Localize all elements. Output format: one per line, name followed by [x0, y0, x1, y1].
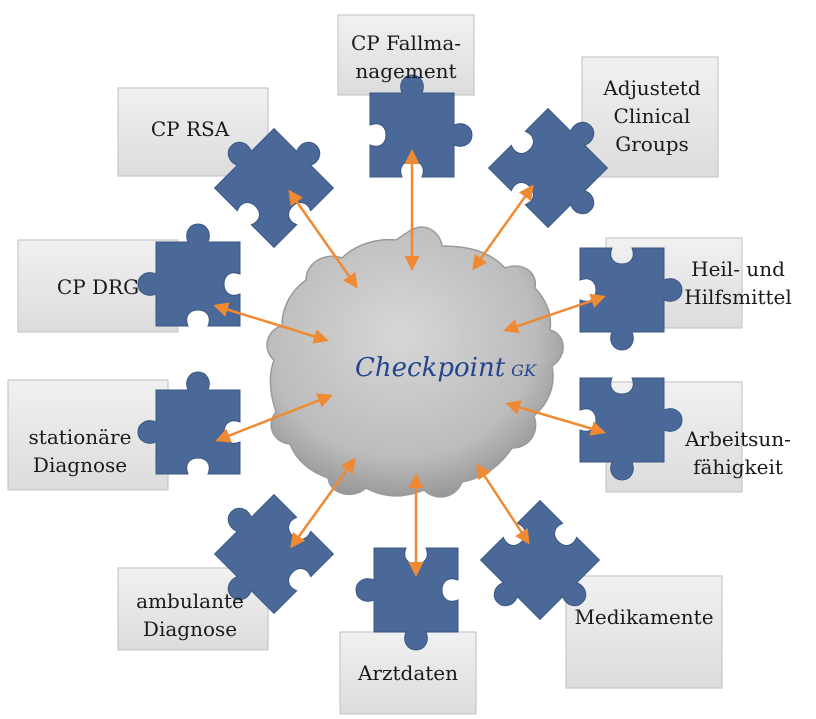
medikamente-box [565, 575, 723, 689]
cp-rsa-label: CP RSA [151, 117, 230, 141]
cp-drg-connector-arrow [213, 302, 329, 344]
arbeitsunfaehigkeit-connector-arrow [505, 400, 606, 436]
cp-drg-label: CP DRG [57, 275, 139, 299]
cp-rsa-connector-arrow [288, 189, 358, 289]
stationaere-diagnose-connector-arrow [215, 393, 333, 443]
heil-und-hilfsmittel-connector-arrow [503, 293, 606, 334]
medikamente-connector-arrow [476, 463, 530, 545]
adjusted-clinical-groups-connector-arrow [472, 184, 534, 271]
arbeitsunfaehigkeit-label: Arbeitsun-fähigkeit [684, 427, 791, 479]
arztdaten-label: Arztdaten [357, 661, 458, 685]
ambulante-diagnose-connector-arrow [290, 457, 356, 549]
medikamente-label: Medikamente [574, 605, 713, 629]
adjusted-clinical-groups-box [581, 56, 719, 178]
cp-fallmanagement-label: CP Fallma-nagement [351, 31, 461, 83]
